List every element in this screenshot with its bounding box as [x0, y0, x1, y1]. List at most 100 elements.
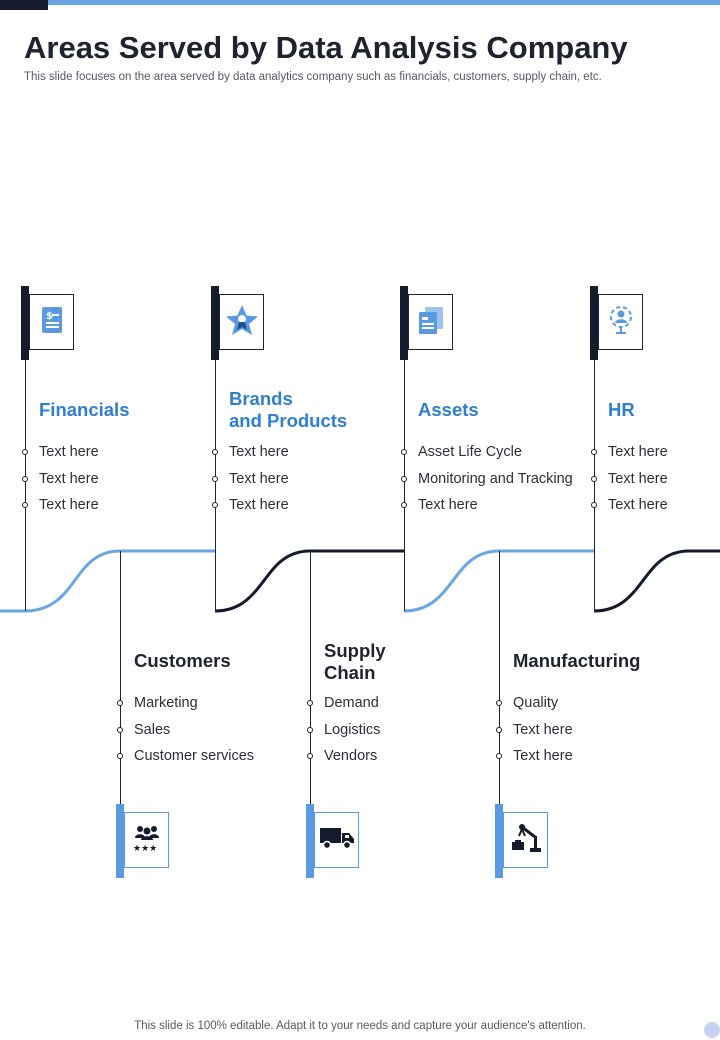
hr-flag: [590, 286, 643, 360]
customers-icon-box: ★★★: [124, 812, 169, 868]
page-title: Areas Served by Data Analysis Company: [24, 30, 628, 65]
hr-icon-box: [598, 294, 643, 350]
supply-chain-flag-pole: [306, 804, 314, 878]
svg-text:$: $: [46, 311, 53, 322]
financials-item: Text here: [39, 470, 99, 487]
manufacturing-flag: [495, 804, 548, 878]
brands-and-products-flag-pole: [211, 286, 219, 360]
hr-item: Text here: [608, 470, 668, 487]
delivery-truck-icon: [319, 825, 355, 856]
customers-title-line: Customers: [134, 650, 231, 671]
financials-title: Financials: [39, 399, 129, 421]
supply-chain-item: Logistics: [324, 721, 381, 738]
supply-chain-bullet-dot: [307, 726, 313, 733]
supply-chain-bullet-dot: [307, 753, 313, 759]
footer-note: This slide is 100% editable. Adapt it to…: [134, 1020, 586, 1032]
financials-bullet-dot: [22, 502, 28, 508]
brands-and-products-bullet-dot: [212, 449, 218, 455]
supply-chain-title-line: Supply: [324, 640, 386, 661]
customers-flag: ★★★: [116, 804, 169, 878]
customers-bullet-dot: [117, 700, 123, 706]
customers-title: Customers: [134, 650, 231, 672]
supply-chain-item: Vendors: [324, 748, 378, 764]
customers-connector-line: [120, 551, 121, 871]
assets-bullet-dot: [401, 449, 407, 455]
brands-and-products-item: Text here: [229, 444, 289, 460]
financials-icon-box: $: [29, 294, 74, 350]
customers-item: Sales: [134, 721, 171, 738]
assets-connector-line: [404, 300, 405, 611]
supply-chain-title-line: Chain: [324, 662, 376, 683]
financial-document-icon: $: [39, 305, 65, 340]
brands-and-products-title-line: and Products: [229, 410, 348, 431]
hr-flag-pole: [590, 286, 598, 360]
manufacturing-item: Quality: [513, 695, 559, 711]
brands-and-products-item: Text here: [229, 497, 289, 513]
hr-bullet-dot: [591, 502, 597, 508]
hr-bullet-dot: [591, 449, 597, 455]
hr-item: Text here: [608, 497, 668, 513]
assets-item: Asset Life Cycle: [418, 444, 522, 460]
asset-folders-icon: [416, 305, 446, 340]
customers-flag-pole: [116, 804, 124, 878]
page-subtitle: This slide focuses on the area served by…: [24, 71, 602, 83]
brands-and-products-connector-line: [215, 300, 216, 611]
customers-bullet-dot: [117, 753, 123, 759]
person-target-icon: [605, 304, 637, 341]
brands-and-products-flag: [211, 286, 264, 360]
hr-bullet-dot: [591, 475, 597, 482]
assets-item: Monitoring and Tracking: [418, 470, 573, 487]
supply-chain-icon-box: [314, 812, 359, 868]
manufacturing-bullet-dot: [496, 753, 502, 759]
financials-bullet-dot: [22, 449, 28, 455]
hr-connector-line: [594, 300, 595, 611]
manufacturing-item: Text here: [513, 721, 573, 738]
people-rating-icon: ★★★: [132, 824, 162, 857]
customers-item: Customer services: [134, 748, 255, 764]
assets-title: Assets: [418, 399, 479, 421]
manufacturing-connector-line: [499, 551, 500, 871]
brands-and-products-bullet-dot: [212, 475, 218, 482]
hr-item: Text here: [608, 444, 668, 460]
customers-bullet-dot: [117, 726, 123, 733]
svg-text:★★★: ★★★: [133, 844, 157, 852]
supply-chain-item: Demand: [324, 695, 379, 711]
assets-flag-pole: [400, 286, 408, 360]
supply-chain-bullet-dot: [307, 700, 313, 706]
brands-and-products-item: Text here: [229, 470, 289, 487]
manufacturing-title: Manufacturing: [513, 650, 640, 672]
brands-and-products-bullet-dot: [212, 502, 218, 508]
customers-item: Marketing: [134, 695, 198, 711]
top-accent-mark: [0, 0, 48, 10]
assets-bullet-dot: [401, 475, 407, 482]
manufacturing-icon-box: [503, 812, 548, 868]
brands-and-products-icon-box: [219, 294, 264, 350]
financials-item: Text here: [39, 444, 99, 460]
manufacturing-bullet-dot: [496, 700, 502, 706]
financials-flag-pole: [21, 286, 29, 360]
manufacturing-title-line: Manufacturing: [513, 650, 641, 671]
corner-decoration: [704, 1022, 720, 1038]
financials-item: Text here: [39, 497, 99, 513]
assets-flag: [400, 286, 453, 360]
financials-title-line: Financials: [39, 399, 130, 420]
hr-title-line: HR: [608, 399, 635, 420]
hr-title: HR: [608, 399, 635, 421]
assets-bullet-dot: [401, 502, 407, 508]
star-badge-icon: [225, 304, 259, 341]
financials-connector-line: [25, 300, 26, 611]
assets-item: Text here: [418, 497, 478, 513]
manufacturing-item: Text here: [513, 748, 573, 764]
assets-icon-box: [408, 294, 453, 350]
top-accent-bar: [0, 0, 720, 5]
supply-chain-connector-line: [310, 551, 311, 871]
brands-and-products-title-line: Brands: [229, 388, 293, 409]
manufacturing-bullet-dot: [496, 726, 502, 733]
financials-bullet-dot: [22, 475, 28, 482]
financials-flag: $: [21, 286, 74, 360]
manufacturing-flag-pole: [495, 804, 503, 878]
assets-title-line: Assets: [418, 399, 479, 420]
